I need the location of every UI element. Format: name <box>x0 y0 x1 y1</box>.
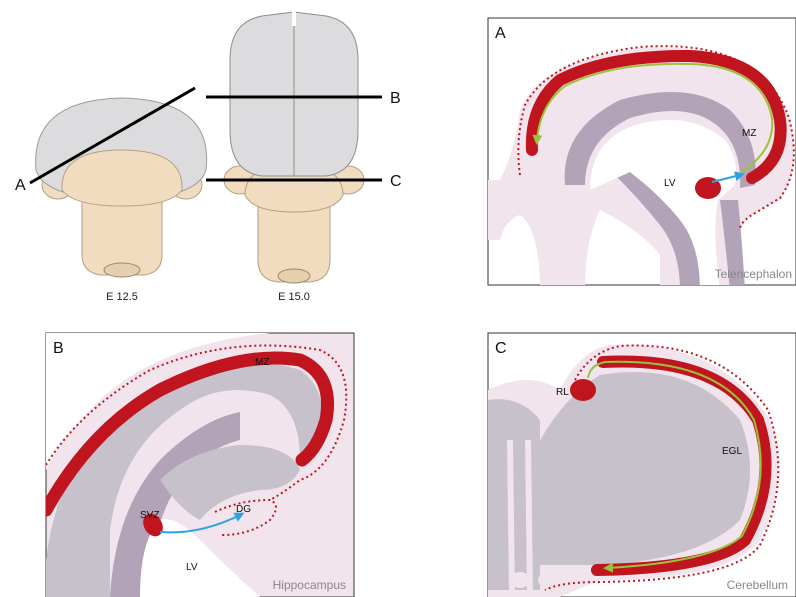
section-label-a: A <box>15 177 26 194</box>
panel-telencephalon: A MZ LV Telencephalon <box>488 18 796 290</box>
panel-b-region-name: Hippocampus <box>273 578 346 592</box>
panel-b-mz-label: MZ <box>255 357 269 368</box>
panel-c-egl-label: EGL <box>722 446 742 457</box>
section-label-b: B <box>390 90 401 107</box>
stage-label-e15: E 15.0 <box>278 291 310 303</box>
panel-c-region-name: Cerebellum <box>727 578 788 592</box>
panel-b-svz-label: SVZ <box>140 510 159 521</box>
panel-cerebellum: C RL EGL Cerebellum <box>488 333 796 597</box>
panel-a-region-name: Telencephalon <box>715 267 792 281</box>
panel-c-letter: C <box>495 340 507 357</box>
stage-label-e12-5: E 12.5 <box>106 291 138 303</box>
panel-a-letter: A <box>495 25 506 42</box>
panel-hippocampus: B MZ SVZ DG LV Hippocampus <box>46 333 354 597</box>
embryo-brain-e15 <box>224 8 364 283</box>
section-label-c: C <box>390 173 402 190</box>
panel-c-rl-label: RL <box>556 387 569 398</box>
panel-a-mz-label: MZ <box>742 128 756 139</box>
panel-b-letter: B <box>53 340 64 357</box>
embryo-brain-e12-5 <box>36 98 207 277</box>
panel-b-dg-label: DG <box>236 504 251 515</box>
panel-b-lv-label: LV <box>186 562 198 573</box>
panel-a-lv-label: LV <box>664 178 676 189</box>
